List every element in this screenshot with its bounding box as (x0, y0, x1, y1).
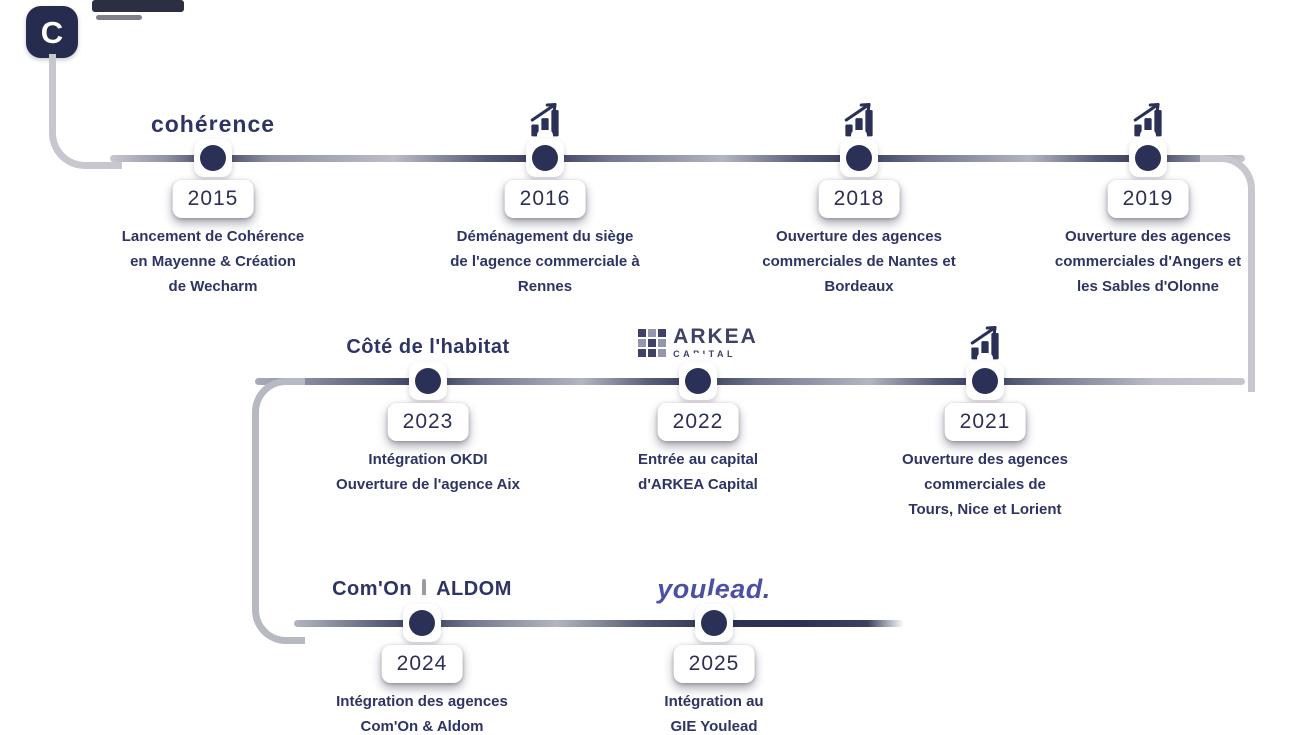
milestone-description: Intégration des agences Com'On & Aldom (292, 689, 552, 735)
description-line: Bordeaux (824, 278, 894, 295)
milestone-2022: ARKEA CAPITAL 2022 Entrée au capital d'A… (568, 319, 828, 534)
aldom-wordmark: ALDOM (436, 578, 512, 600)
milestone-description: Ouverture des agences commerciales d'Ang… (1018, 224, 1278, 299)
arkea-name: ARKEA (673, 325, 758, 348)
timeline-start-connector (49, 54, 122, 169)
node-dot (200, 145, 226, 171)
description-line: Entrée au capital (637, 451, 759, 468)
year-chip: 2022 (657, 403, 739, 441)
node-dot (846, 145, 872, 171)
description-line: commerciales de (924, 476, 1046, 493)
description-line: de l'agence commerciale à (450, 253, 640, 270)
milestone-2016: 2016 Déménagement du siège de l'agence c… (415, 96, 675, 311)
milestone-2025: youlead. 2025 Intégration au GIE Youlead (584, 561, 844, 735)
description-line: Ouverture des agences (776, 228, 942, 245)
description-line: Com'On & Aldom (360, 718, 484, 735)
node-dot (415, 368, 441, 394)
year-chip: 2019 (1107, 180, 1189, 218)
description-line: en Mayenne & Création (130, 253, 296, 270)
description-line: commerciales de Nantes et (762, 253, 956, 270)
milestone-2019: 2019 Ouverture des agences commerciales … (1018, 96, 1278, 311)
milestone-description: Ouverture des agences commerciales de To… (855, 447, 1115, 522)
description-line: Ouverture de l'agence Aix (336, 476, 520, 493)
comon-aldom-logos: Com'On ALDOM (332, 578, 512, 609)
milestone-2021: 2021 Ouverture des agences commerciales … (855, 319, 1115, 534)
description-line: d'ARKEA Capital (638, 476, 758, 493)
milestone-2015: cohérence 2015 Lancement de Cohérence en… (83, 96, 343, 311)
arkea-grid-icon (638, 328, 667, 357)
description-line: de Wecharm (168, 278, 258, 295)
timeline-row1-line (110, 155, 1245, 162)
timeline-row2-line (255, 378, 1245, 385)
year-chip: 2021 (944, 403, 1026, 441)
node-dot (532, 145, 558, 171)
node-dot (1135, 145, 1161, 171)
logo-letter: C (40, 14, 64, 50)
timeline-row3-line (294, 620, 904, 627)
milestone-description: Lancement de Cohérence en Mayenne & Créa… (83, 224, 343, 299)
description-line: Ouverture des agences (902, 451, 1068, 468)
description-line: Tours, Nice et Lorient (908, 501, 1062, 518)
year-chip: 2016 (504, 180, 586, 218)
clipped-text-fragment (92, 0, 184, 12)
description-line: Lancement de Cohérence (121, 228, 305, 245)
milestone-2023: Côté de l'habitat 2023 Intégration OKDI … (298, 319, 558, 534)
milestone-description: Intégration au GIE Youlead (584, 689, 844, 735)
description-line: les Sables d'Olonne (1077, 278, 1219, 295)
node-dot (409, 610, 435, 636)
node-dot (685, 368, 711, 394)
milestone-description: Entrée au capital d'ARKEA Capital (568, 447, 828, 497)
year-chip: 2023 (387, 403, 469, 441)
habitat-wordmark: Côté de l'habitat (346, 336, 510, 358)
logo-divider (422, 578, 427, 601)
milestone-description: Intégration OKDI Ouverture de l'agence A… (298, 447, 558, 497)
milestone-description: Déménagement du siège de l'agence commer… (415, 224, 675, 299)
description-line: Rennes (517, 278, 573, 295)
milestone-2018: 2018 Ouverture des agences commerciales … (729, 96, 989, 311)
description-line: commerciales d'Angers et (1054, 253, 1242, 270)
milestone-description: Ouverture des agences commerciales de Na… (729, 224, 989, 299)
comon-wordmark: Com'On (332, 578, 413, 600)
year-chip: 2025 (673, 645, 755, 683)
timeline-right-curve (1200, 155, 1255, 392)
clipped-text-fragment (96, 15, 142, 20)
year-chip: 2018 (818, 180, 900, 218)
description-line: Ouverture des agences (1065, 228, 1231, 245)
milestone-2024: Com'On ALDOM 2024 Intégration des agence… (292, 561, 552, 735)
description-line: Intégration des agences (336, 693, 508, 710)
description-line: GIE Youlead (670, 718, 758, 735)
year-chip: 2015 (172, 180, 254, 218)
node-dot (972, 368, 998, 394)
node-dot (701, 610, 727, 636)
description-line: Intégration OKDI (368, 451, 488, 468)
company-logo-badge: C (26, 6, 78, 58)
description-line: Intégration au (664, 693, 764, 710)
description-line: Déménagement du siège (456, 228, 634, 245)
year-chip: 2024 (381, 645, 463, 683)
timeline-left-curve (252, 378, 305, 644)
